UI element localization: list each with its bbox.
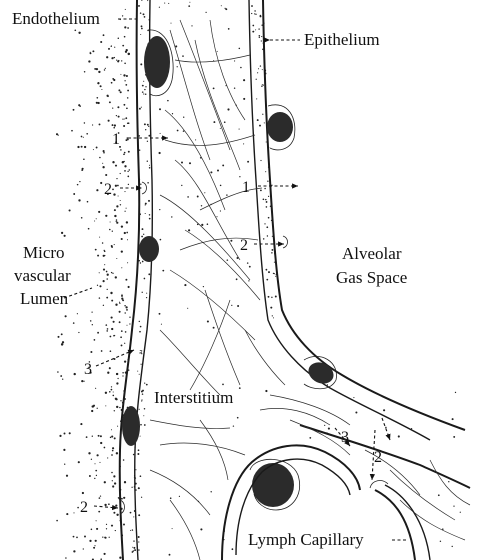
junction-left	[142, 182, 147, 194]
marker-1-left: 1	[112, 131, 120, 148]
marker-2-low-arrow-b	[382, 418, 390, 440]
epithelial-nucleus-low	[305, 358, 337, 387]
lymph-capillary-cap	[370, 481, 388, 488]
lymph-capillary-right-inner	[385, 485, 430, 560]
junction-mid	[283, 236, 288, 248]
lymph-endothelial-nucleus	[252, 463, 294, 507]
marker-2-bottom-arrow	[94, 506, 118, 508]
marker-3-left: 3	[84, 361, 92, 378]
lumen-leader	[64, 288, 92, 298]
marker-2-left: 2	[104, 181, 112, 198]
interstitium-stipple	[159, 2, 461, 556]
epithelial-nucleus-top	[267, 112, 293, 142]
epithelium-lower-wall	[300, 425, 470, 488]
marker-1-right: 1	[242, 179, 250, 196]
lumen-label-line2: vascular	[14, 266, 71, 285]
interstitium-label: Interstitium	[154, 388, 233, 407]
lumen-label-line1: Micro	[23, 243, 65, 262]
endothelial-nucleus-top	[144, 36, 170, 88]
marker-2-bottom: 2	[80, 499, 88, 516]
endothelial-nucleus-low	[122, 406, 140, 446]
marker-2-low: 2	[374, 449, 382, 466]
alveolar-label-line2: Gas Space	[336, 268, 407, 287]
endothelial-nucleus-mid	[139, 236, 159, 262]
marker-2-mid: 2	[240, 237, 248, 254]
epithelium-label: Epithelium	[304, 30, 380, 49]
interstitial-fibers	[150, 20, 470, 560]
endothelium-label: Endothelium	[12, 9, 100, 28]
lymph-capillary-right-wall	[375, 490, 415, 560]
alveolar-label-line1: Alveolar	[342, 244, 402, 263]
lymph-capillary-label: Lymph Capillary	[248, 530, 364, 549]
marker-3-low: 3	[341, 429, 349, 446]
epithelium-outer-wall	[263, 0, 465, 430]
endothelium-outer-wall	[120, 0, 140, 560]
lumen-label-line3: Lumen	[20, 289, 69, 308]
